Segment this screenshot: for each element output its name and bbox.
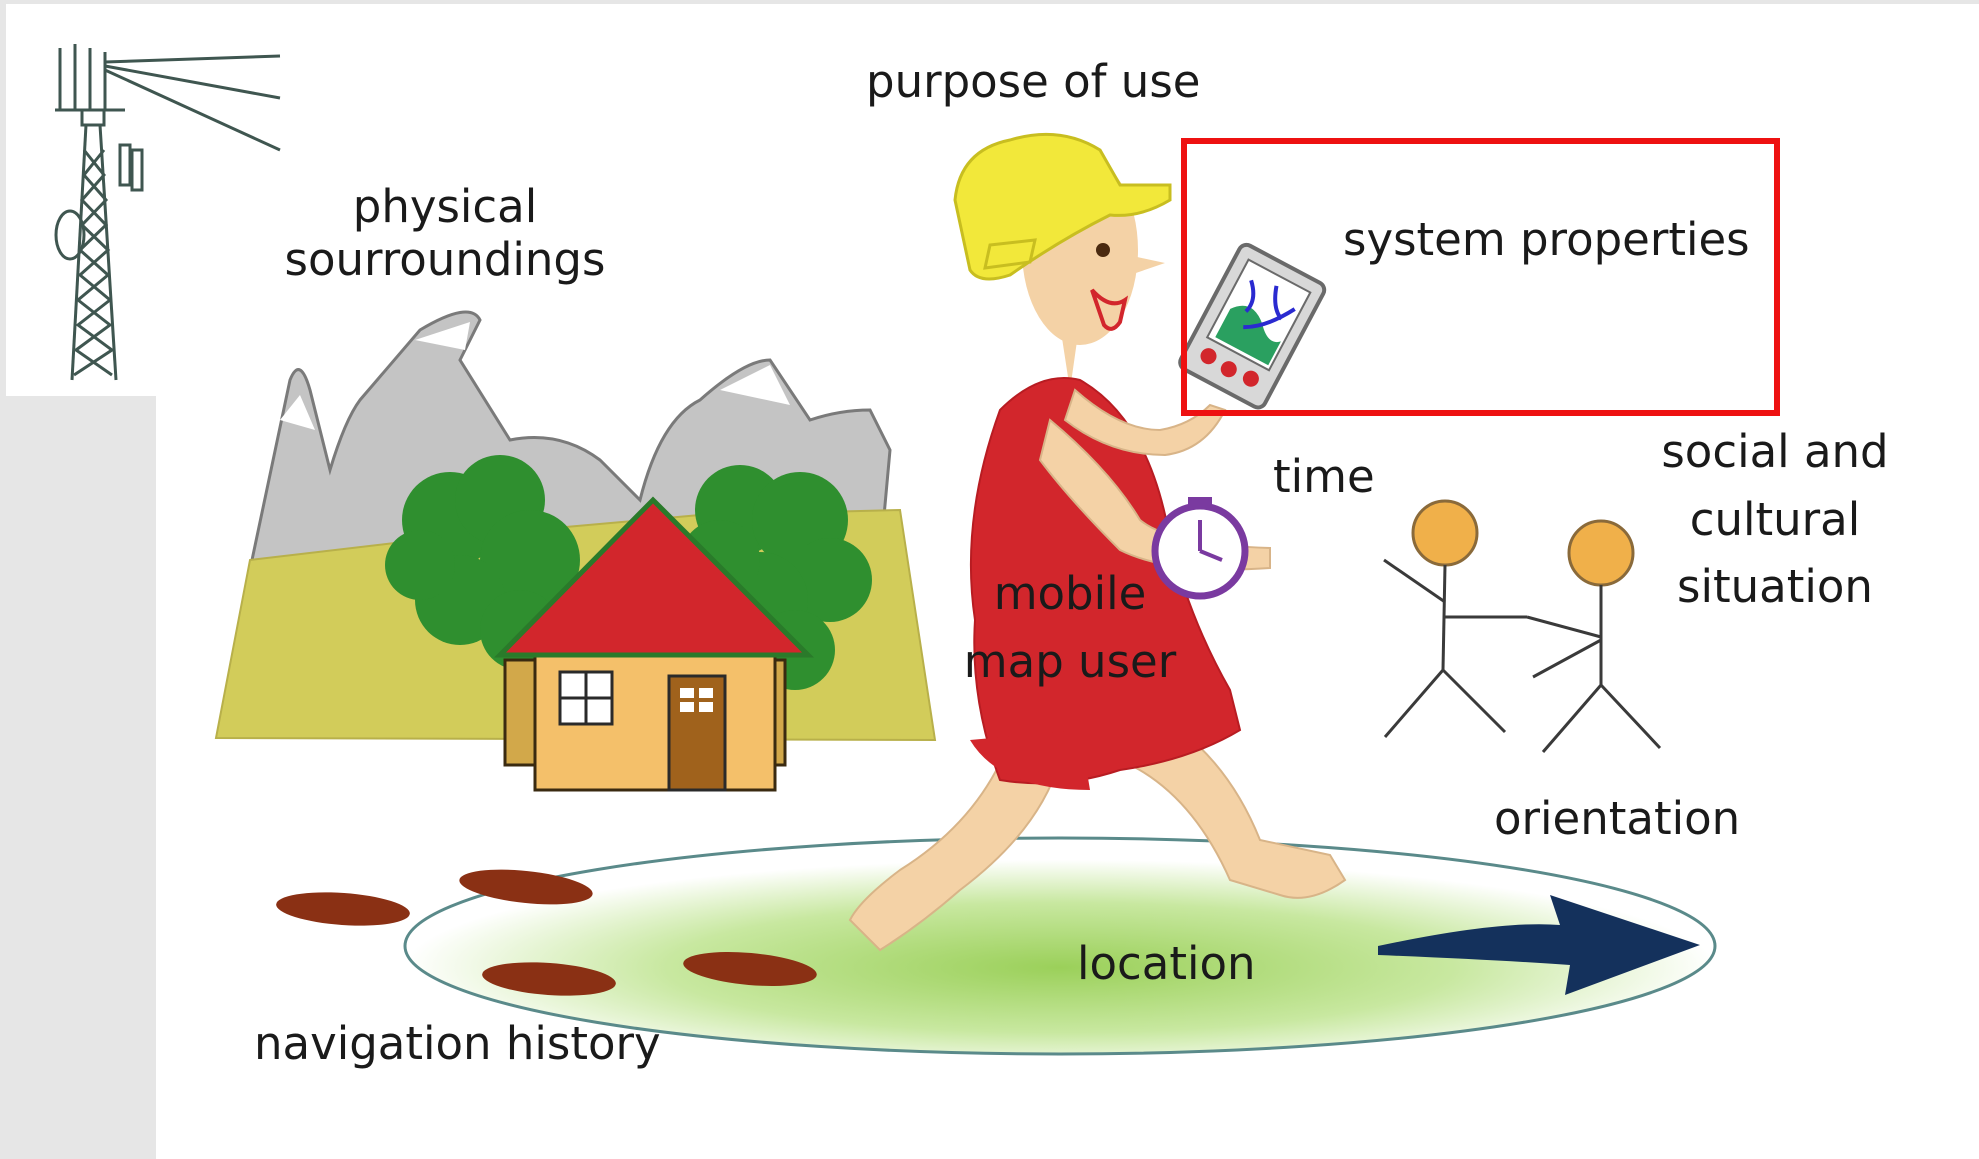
label-mobile-map-user: mobile map user [945, 560, 1195, 695]
label-social-cultural-situation: social and cultural situation [1640, 418, 1910, 621]
location-ground [403, 836, 1717, 1056]
label-navigation-history: navigation history [254, 1017, 661, 1070]
label-social-line3: situation [1677, 560, 1873, 613]
label-location: location [1077, 937, 1256, 990]
label-mobile-line2: map user [963, 634, 1177, 688]
label-system-properties: system properties [1343, 213, 1750, 266]
label-social-line2: cultural [1689, 492, 1861, 546]
label-physical-surroundings: physical sourroundings [275, 180, 615, 286]
label-social-line1: social and [1661, 425, 1889, 478]
house [494, 496, 815, 792]
mobile-device-icon [1178, 242, 1327, 410]
label-physical-line1: physical [352, 180, 538, 233]
label-purpose-of-use: purpose of use [866, 55, 1201, 108]
social-figures [1383, 499, 1662, 753]
label-time: time [1273, 450, 1375, 503]
label-mobile-line1: mobile [993, 567, 1147, 620]
label-physical-line2: sourroundings [284, 233, 606, 287]
clock-icon [1151, 497, 1249, 600]
direction-arrow-icon [1378, 895, 1700, 995]
label-orientation: orientation [1494, 792, 1741, 845]
tower-panel [6, 4, 280, 396]
mobile-map-user [848, 132, 1347, 952]
radio-tower-icon [54, 44, 281, 381]
footprints [276, 869, 817, 996]
system-properties-highlight [1181, 138, 1780, 416]
